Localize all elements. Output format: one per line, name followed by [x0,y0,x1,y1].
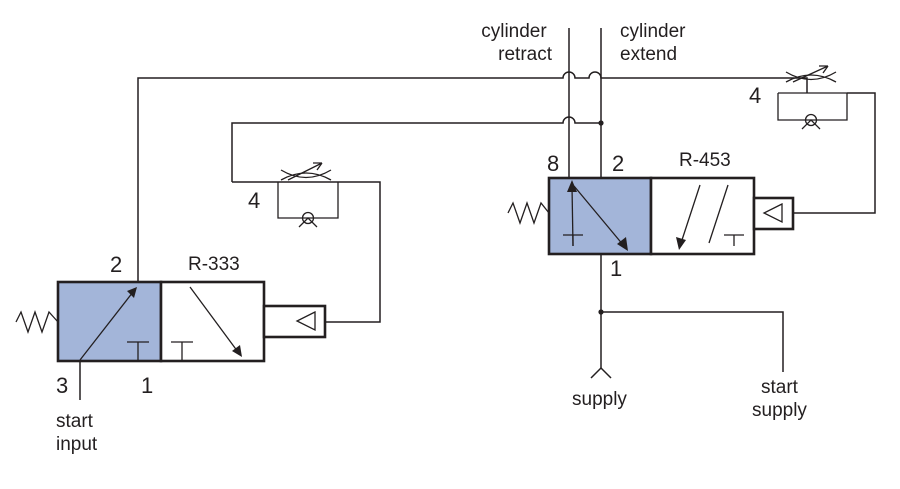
port-label-8: 8 [547,151,559,176]
pilot-line-lower [231,116,601,182]
pilot-line-left [232,181,381,323]
valve-r333 [15,280,327,363]
port-label-1-left: 1 [141,373,153,398]
valve-name-r453: R-453 [679,150,731,171]
pilot-actuator [262,304,327,339]
throttle-number-left: 4 [248,188,260,213]
cylinder-retract-label: cylinder retract [481,21,552,65]
supply-source-symbol [590,366,612,379]
throttle-number-right: 4 [749,83,761,108]
spring-symbol [507,201,550,225]
cylinder-extend-label: cylinder extend [620,21,691,65]
valve-position-active [56,280,163,363]
throttle-check-valve-right [777,65,848,130]
valve-r453 [507,176,795,256]
port-label-2-right: 2 [612,151,624,176]
port-label-3: 3 [56,373,68,398]
port-label-1-right: 1 [610,256,622,281]
junction-dot [598,120,604,126]
spring-symbol [15,310,59,334]
valve-name-r333: R-333 [188,254,240,275]
start-supply-label: start supply [752,377,807,421]
start-supply-line [601,311,784,372]
junction-dot [598,309,604,315]
valve-position-inactive [159,280,266,363]
port-label-2-left: 2 [110,252,122,277]
supply-label: supply [572,389,627,410]
valve-position-inactive [649,176,756,256]
pilot-line-right [793,92,876,214]
pilot-actuator [752,196,795,231]
throttle-check-valve-left [277,162,339,228]
pilot-line-upper [137,71,808,282]
start-input-label: start input [56,411,98,455]
valve-position-active [547,176,653,256]
